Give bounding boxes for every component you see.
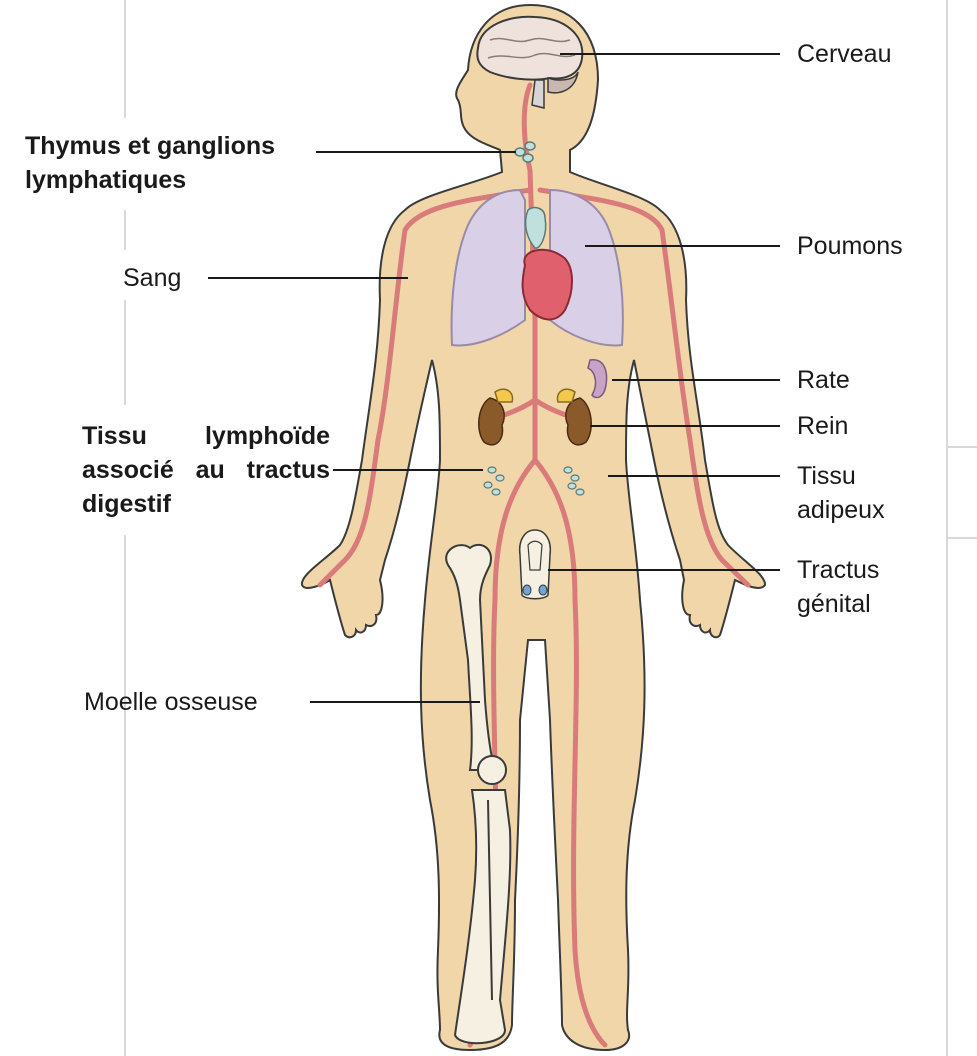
label-thymus-ganglions: Thymus et ganglions lymphatiques <box>25 129 275 197</box>
leader-tractus <box>548 569 780 571</box>
label-rein: Rein <box>797 409 848 443</box>
label-moelle-osseuse: Moelle osseuse <box>84 685 258 719</box>
leader-moelle <box>310 701 480 703</box>
label-thymus-line1: Thymus et ganglions <box>25 129 275 163</box>
leader-tissu-adipeux <box>608 475 780 477</box>
label-tissu-lymphoide-line2: associé au tractus <box>82 453 330 487</box>
label-thymus-line2: lymphatiques <box>25 163 275 197</box>
leader-poumons <box>585 245 780 247</box>
label-tissu-adipeux-line2: adipeux <box>797 493 885 527</box>
leader-tissu-lymphoide <box>333 469 483 471</box>
label-poumons: Poumons <box>797 229 903 263</box>
body-silhouette <box>302 5 765 1050</box>
leader-rein <box>590 425 780 427</box>
label-tractus-line2: génital <box>797 587 879 621</box>
label-rate: Rate <box>797 363 850 397</box>
label-tissu-lymphoide-line1: Tissu lymphoïde <box>82 419 330 453</box>
leader-rate <box>612 379 780 381</box>
label-tissu-adipeux: Tissu adipeux <box>797 459 885 527</box>
leader-cerveau <box>560 53 780 55</box>
label-tractus-line1: Tractus <box>797 553 879 587</box>
leader-sang <box>208 277 408 279</box>
genital-tract <box>520 530 551 599</box>
leader-thymus <box>316 151 516 153</box>
heart <box>523 250 572 320</box>
label-tissu-lymphoide-line3: digestif <box>82 487 330 521</box>
label-tissu-adipeux-line1: Tissu <box>797 459 885 493</box>
label-tissu-lymphoide: Tissu lymphoïde associé au tractus diges… <box>82 419 330 521</box>
label-tractus-genital: Tractus génital <box>797 553 879 621</box>
label-cerveau: Cerveau <box>797 37 892 71</box>
label-sang: Sang <box>123 261 181 295</box>
